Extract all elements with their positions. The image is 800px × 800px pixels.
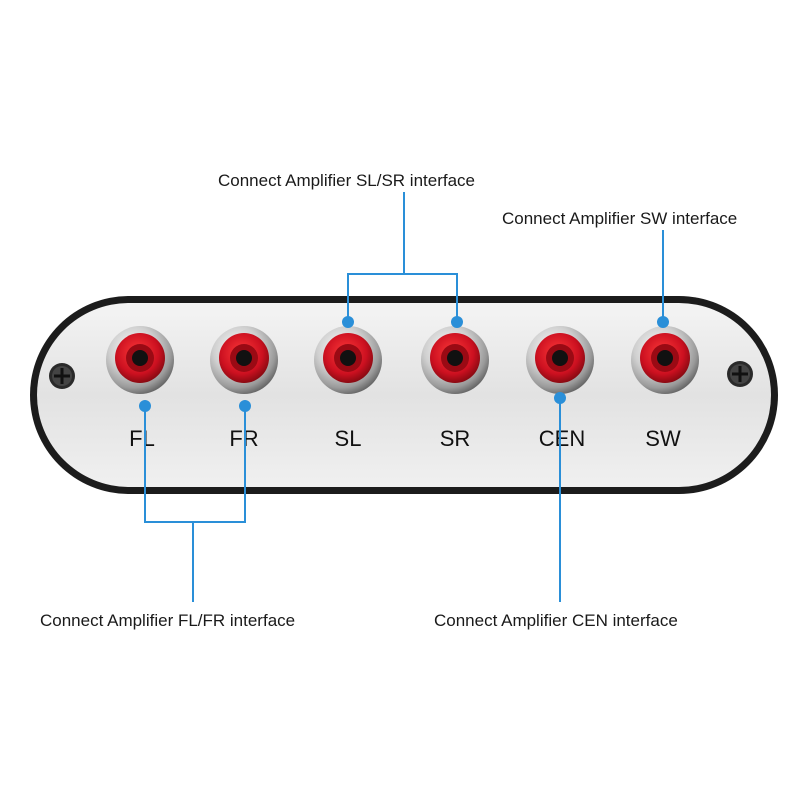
callout-fl-fr: Connect Amplifier FL/FR interface xyxy=(40,611,295,630)
dot-sw xyxy=(657,316,669,328)
rca-jack-sl[interactable] xyxy=(314,326,382,394)
rca-jack-cen[interactable] xyxy=(526,326,594,394)
rca-jack-sw[interactable] xyxy=(631,326,699,394)
port-label-cen: CEN xyxy=(539,426,585,451)
dot-sr xyxy=(451,316,463,328)
port-label-fl: FL xyxy=(129,426,155,451)
rca-jack-fl[interactable] xyxy=(106,326,174,394)
screw-right-icon xyxy=(727,361,753,387)
dot-fr xyxy=(239,400,251,412)
dot-cen xyxy=(554,392,566,404)
port-label-sr: SR xyxy=(440,426,471,451)
callout-cen: Connect Amplifier CEN interface xyxy=(434,611,678,630)
leader-lines xyxy=(144,192,664,602)
device-panel: FL FR SL SR CEN SW xyxy=(30,296,778,494)
port-label-sw: SW xyxy=(645,426,681,451)
leader-sl-sr-bracket xyxy=(347,273,458,322)
leader-dots xyxy=(139,316,669,412)
dot-sl xyxy=(342,316,354,328)
dot-fl xyxy=(139,400,151,412)
screw-left-icon xyxy=(49,363,75,389)
rca-jack-sr[interactable] xyxy=(421,326,489,394)
callout-sl-sr: Connect Amplifier SL/SR interface xyxy=(218,171,475,190)
leader-fl-fr-bracket xyxy=(144,406,246,523)
rca-jack-fr[interactable] xyxy=(210,326,278,394)
callout-sw: Connect Amplifier SW interface xyxy=(502,209,737,228)
port-label-sl: SL xyxy=(335,426,362,451)
